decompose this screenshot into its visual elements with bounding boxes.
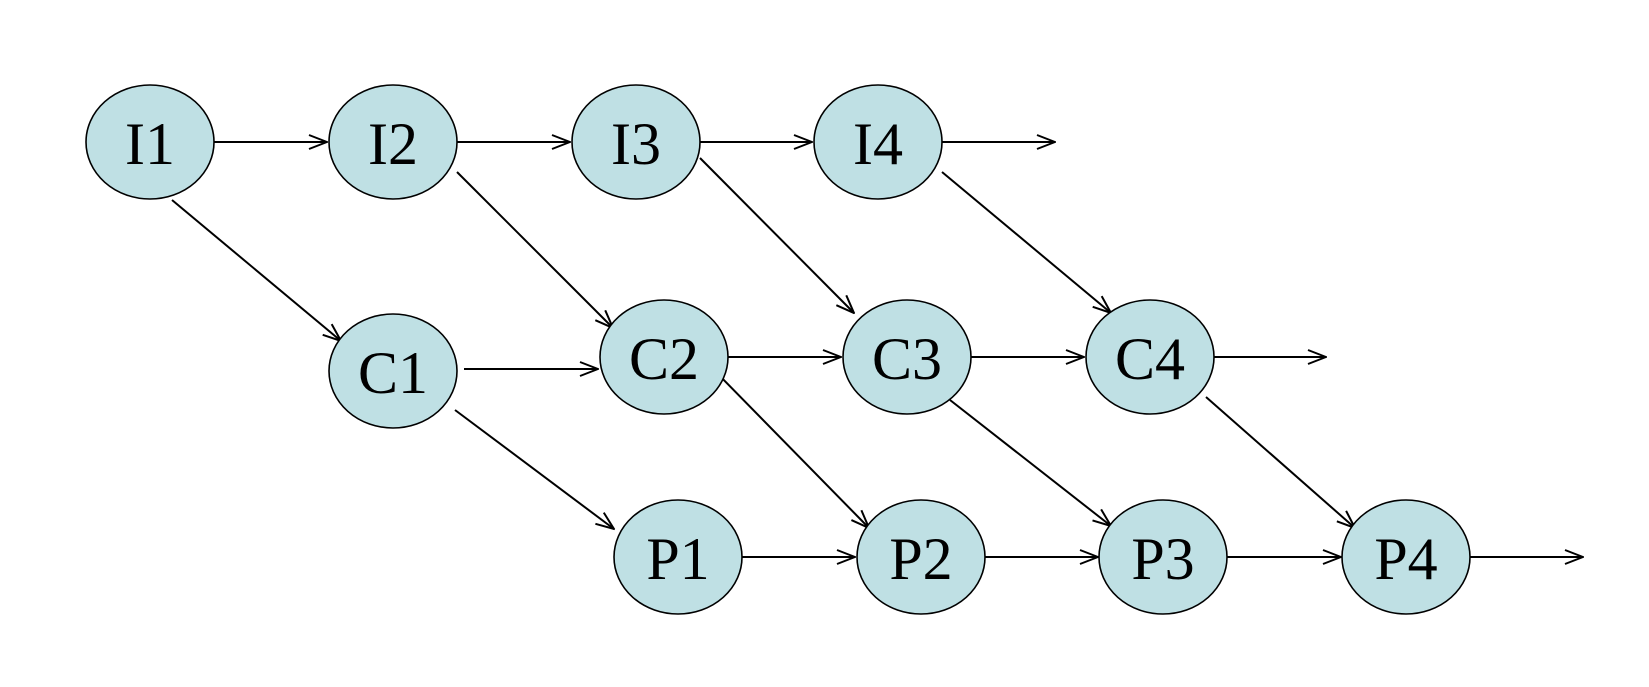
node-i1: I1: [85, 84, 215, 200]
node-label: I2: [368, 111, 418, 177]
node-label: P4: [1374, 526, 1437, 592]
node-ellipse: [813, 84, 943, 200]
node-p3: P3: [1098, 499, 1228, 615]
edge-i1-to-c1: [171, 199, 341, 341]
node-ellipse: [842, 299, 972, 415]
node-ellipse: [328, 313, 458, 429]
edge-c2-to-p2: [713, 369, 869, 528]
node-p4: P4: [1341, 499, 1471, 615]
node-label: I3: [611, 111, 661, 177]
edge-i2-to-c2: [456, 171, 613, 328]
node-label: C4: [1115, 326, 1185, 392]
node-label: P1: [646, 526, 709, 592]
node-c1: C1: [328, 313, 458, 429]
node-label: C3: [872, 326, 942, 392]
node-label: C1: [358, 340, 428, 406]
node-ellipse: [856, 499, 986, 615]
node-ellipse: [85, 84, 215, 200]
node-p1: P1: [613, 499, 743, 615]
node-ellipse: [613, 499, 743, 615]
node-c4: C4: [1085, 299, 1215, 415]
node-label: P3: [1131, 526, 1194, 592]
node-ellipse: [328, 84, 458, 200]
edges-layer: [171, 142, 1583, 557]
node-label: C2: [629, 326, 699, 392]
edge-c1-to-p1: [454, 409, 614, 529]
edge-i4-to-c4: [941, 171, 1111, 313]
node-i3: I3: [571, 84, 701, 200]
node-ellipse: [599, 299, 729, 415]
node-c2: C2: [599, 299, 729, 415]
node-ellipse: [1341, 499, 1471, 615]
node-label: P2: [889, 526, 952, 592]
edge-c4-to-p4: [1205, 396, 1355, 528]
node-ellipse: [1098, 499, 1228, 615]
node-c3: C3: [842, 299, 972, 415]
node-label: I4: [853, 111, 903, 177]
edge-i3-to-c3: [699, 157, 854, 313]
node-ellipse: [1085, 299, 1215, 415]
node-p2: P2: [856, 499, 986, 615]
node-i2: I2: [328, 84, 458, 200]
node-ellipse: [571, 84, 701, 200]
node-label: I1: [125, 111, 175, 177]
node-i4: I4: [813, 84, 943, 200]
edge-c3-to-p3: [949, 399, 1111, 526]
